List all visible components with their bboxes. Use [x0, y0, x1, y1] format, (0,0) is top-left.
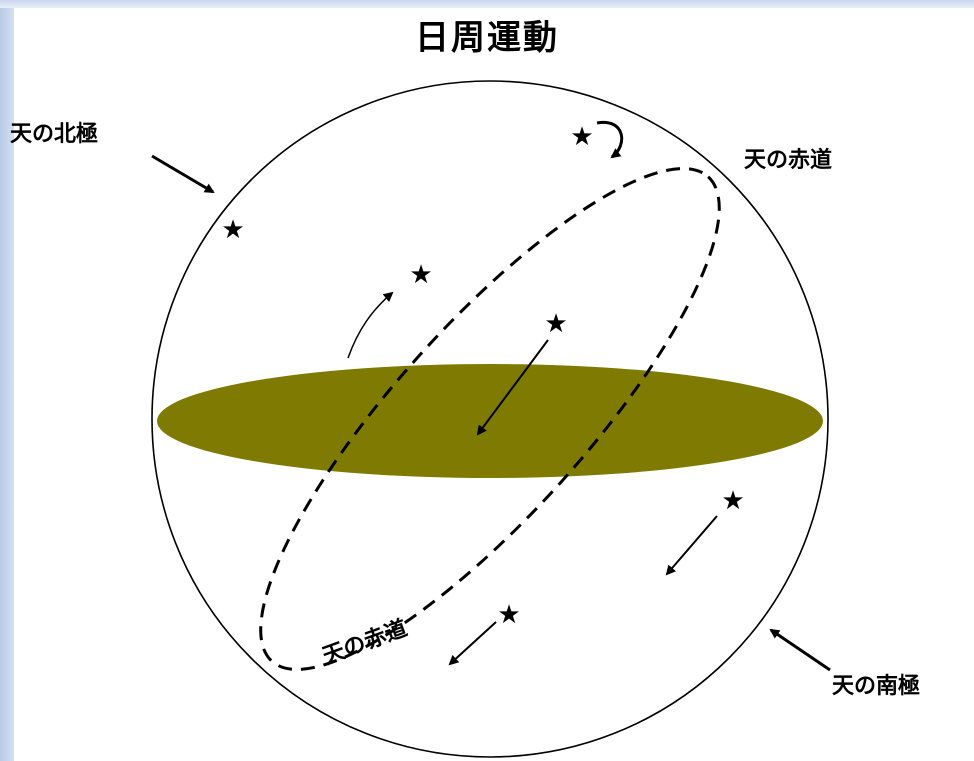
celestial-equator-label-upper: 天の赤道 — [744, 148, 833, 173]
south-celestial-pole-label: 天の南極 — [832, 674, 921, 699]
star-icon: ★ — [497, 600, 520, 630]
star-icon: ★ — [409, 260, 432, 290]
left-decoration-band — [0, 0, 14, 761]
motion-arrow-lower-center — [448, 621, 497, 666]
south-pole-pointer-arrow — [769, 628, 831, 672]
star-icon: ★ — [721, 486, 744, 516]
horizon-plane — [157, 364, 823, 478]
star-icon: ★ — [221, 215, 244, 245]
star-icon: ★ — [544, 309, 567, 339]
motion-arrow-lower-right — [665, 515, 718, 576]
celestial-equator-path — [259, 167, 721, 671]
star-icon: ★ — [570, 122, 593, 152]
motion-arrow-upper-left — [347, 291, 394, 359]
top-decoration-band — [0, 0, 974, 8]
north-rotation-arrow — [596, 120, 624, 159]
motion-arrow-center — [476, 339, 549, 436]
north-celestial-pole-label: 天の北極 — [10, 122, 99, 147]
north-pole-pointer-arrow — [151, 154, 215, 194]
celestial-sphere — [151, 80, 829, 758]
diagram-title: 日周運動 — [415, 18, 559, 58]
